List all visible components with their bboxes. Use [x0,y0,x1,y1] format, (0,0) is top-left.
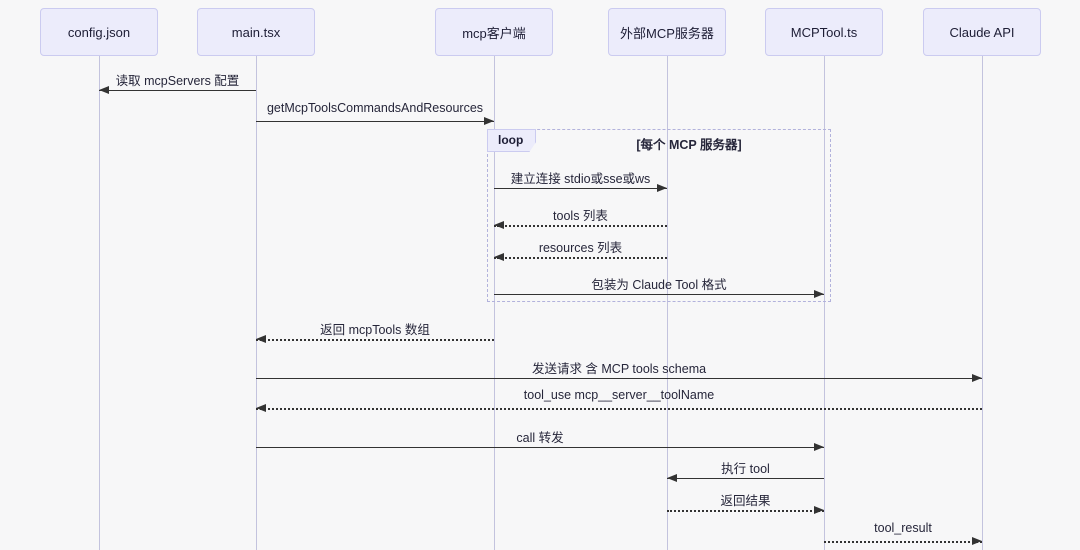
message-label: 建立连接 stdio或sse或ws [510,172,651,186]
arrowhead-icon [814,506,824,514]
lifeline-main [255,56,257,550]
message-label: 返回 mcpTools 数组 [320,323,430,337]
participant-box-main: main.tsx [197,8,315,56]
lifeline-extserver [666,56,668,550]
message-line [256,339,494,341]
participant-box-mcptool: MCPTool.ts [765,8,883,56]
message-label: getMcpToolsCommandsAndResources [266,101,484,115]
message-label: 返回结果 [720,494,771,508]
loop-label: loop [487,129,537,152]
message-label: tool_result [874,521,932,535]
message-label: 发送请求 含 MCP tools schema [531,362,707,376]
message-line [494,294,824,295]
message-line [99,90,256,91]
lifeline-mcpclient [493,56,495,550]
participant-box-extserver: 外部MCP服务器 [608,8,726,56]
message-label: 读取 mcpServers 配置 [115,74,240,88]
message-line [256,378,982,379]
lifeline-claude [981,56,983,550]
arrowhead-icon [494,221,504,229]
message-line [256,447,824,448]
participant-box-claude: Claude API [923,8,1041,56]
message-label: tools 列表 [553,209,608,223]
loop-condition: [每个 MCP 服务器] [636,138,742,152]
arrowhead-icon [814,443,824,451]
participant-box-config: config.json [40,8,158,56]
arrowhead-icon [99,86,109,94]
arrowhead-icon [972,374,982,382]
arrowhead-icon [972,537,982,545]
message-label: call 转发 [516,431,564,445]
message-label: tool_use mcp__server__toolName [523,388,715,402]
arrowhead-icon [657,184,667,192]
message-line [494,225,667,227]
message-line [824,541,982,543]
arrowhead-icon [484,117,494,125]
message-line [494,257,667,259]
message-line [667,510,824,512]
message-label: 执行 tool [721,462,770,476]
arrowhead-icon [814,290,824,298]
message-line [256,121,494,122]
loop-frame: loop [每个 MCP 服务器] [487,129,831,302]
arrowhead-icon [256,335,266,343]
arrowhead-icon [256,404,266,412]
arrowhead-icon [667,474,677,482]
message-line [494,188,667,189]
message-label: 包装为 Claude Tool 格式 [591,278,727,292]
message-line [667,478,824,479]
participant-box-mcpclient: mcp客户端 [435,8,553,56]
message-label: resources 列表 [538,241,623,255]
lifeline-config [98,56,100,550]
message-line [256,408,982,410]
lifeline-mcptool [823,56,825,550]
arrowhead-icon [494,253,504,261]
